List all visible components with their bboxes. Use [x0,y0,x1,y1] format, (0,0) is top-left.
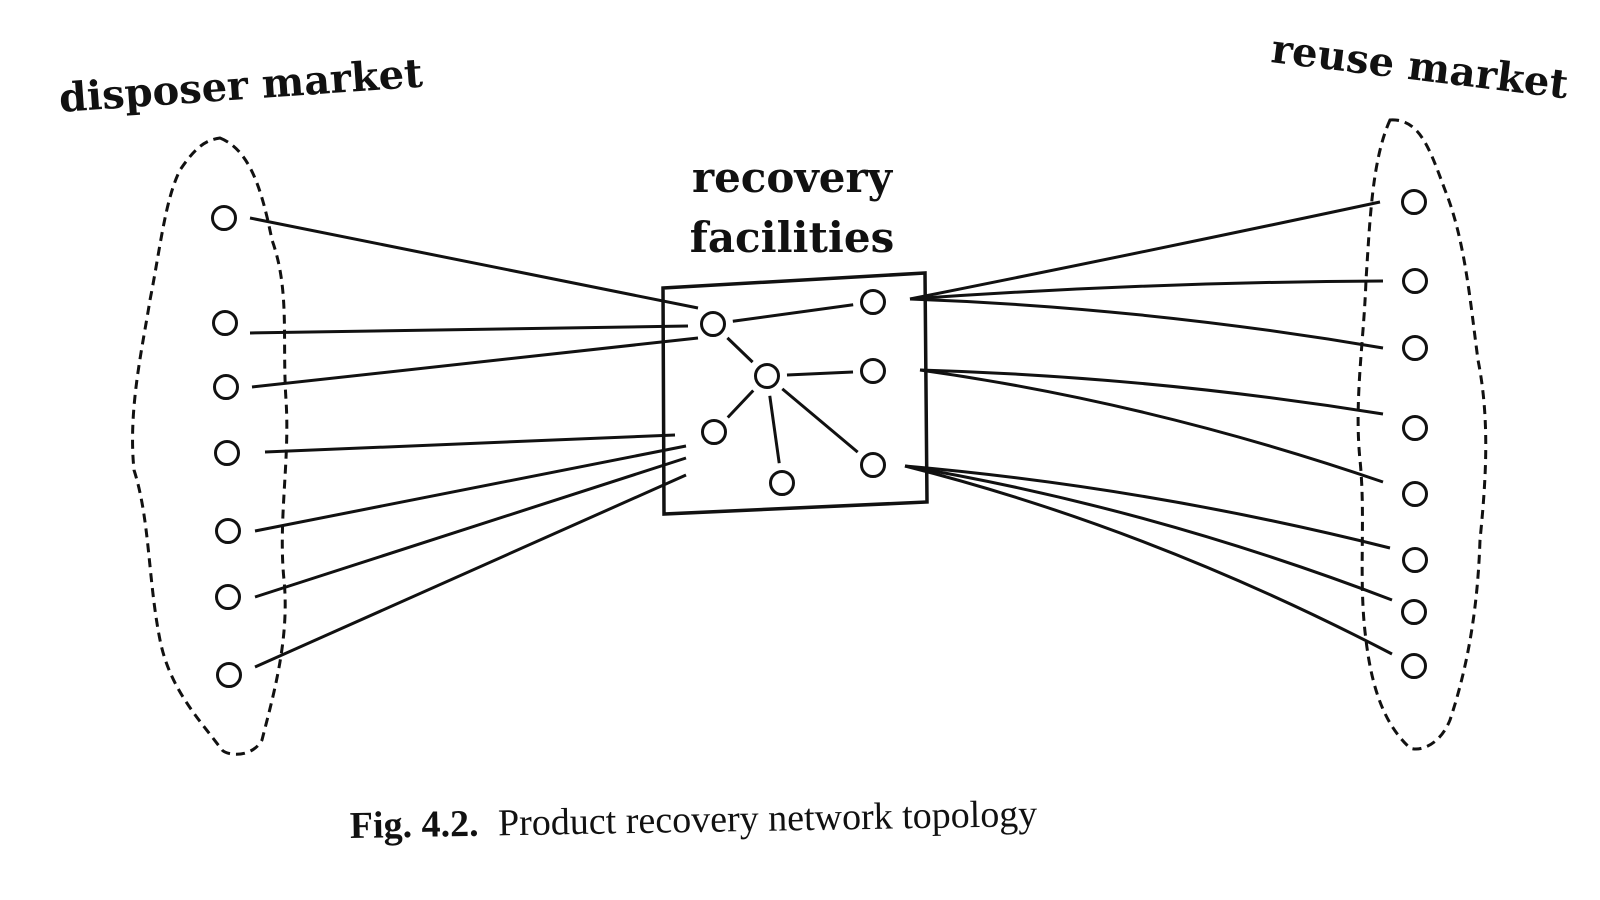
recovery-facility-node [860,452,886,478]
disposer-market-boundary [131,136,289,756]
recovery-facility-node [754,363,780,389]
recovery-facilities-label-line1: recovery [692,153,894,202]
reuse-node [1402,481,1428,507]
disposer-node [216,662,242,688]
reuse-market-boundary [1356,118,1488,751]
reuse-node [1402,268,1428,294]
reuse-node [1402,415,1428,441]
disposer-to-facility-link [254,473,687,669]
facility-to-reuse-link [904,464,1393,602]
disposer-node [215,584,241,610]
figure-caption: Fig. 4.2. Product recovery network topol… [349,793,1037,847]
disposer-node [212,310,238,336]
caption-text: Product recovery network topology [498,793,1038,844]
caption-prefix: Fig. 4.2. [349,803,478,847]
facility-to-reuse-link [904,464,1393,656]
facility-to-reuse-link [909,200,1381,301]
reuse-node [1401,189,1427,215]
disposer-node [214,440,240,466]
facility-internal-link [732,303,854,323]
facility-internal-link [768,395,781,464]
reuse-market-label: reuse market [1269,25,1571,108]
facility-internal-link [786,370,854,377]
disposer-to-facility-link [254,456,687,599]
facility-internal-link [781,387,859,454]
facility-to-reuse-link [919,368,1384,416]
disposer-node [213,374,239,400]
disposer-node [215,518,241,544]
facility-to-reuse-link [909,297,1384,350]
facility-internal-link [726,336,754,364]
reuse-node [1401,653,1427,679]
facility-to-reuse-link [909,279,1384,301]
recovery-facilities-label-line2: facilities [690,213,894,262]
disposer-to-facility-link [249,324,689,335]
reuse-node [1401,599,1427,625]
disposer-to-facility-link [249,216,699,310]
recovery-facility-node [860,289,886,315]
disposer-to-facility-link [264,433,676,454]
recovery-facility-node [769,470,795,496]
recovery-facilities-box [661,271,929,516]
facility-internal-link [726,389,755,419]
disposer-to-facility-link [254,444,687,533]
recovery-facility-node [701,419,727,445]
recovery-facility-node [700,311,726,337]
facility-to-reuse-link [919,368,1384,484]
disposer-market-label: disposer market [57,50,424,122]
facility-to-reuse-link [904,464,1391,550]
disposer-node [211,205,237,231]
reuse-node [1402,547,1428,573]
disposer-to-facility-link [251,336,699,389]
reuse-node [1402,335,1428,361]
recovery-facility-node [860,358,886,384]
